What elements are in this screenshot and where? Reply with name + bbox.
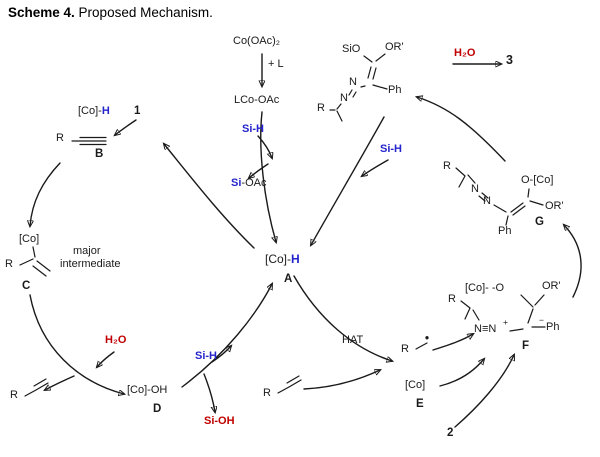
- bond-alkene-product: [24, 378, 49, 397]
- product-n2-label: N: [340, 92, 348, 104]
- product-or-label: OR': [385, 41, 404, 53]
- species-b-formula: [Co]-H: [78, 105, 110, 118]
- ligand-label: + L: [268, 58, 284, 70]
- hydride-fragment-a: H: [291, 252, 300, 266]
- arrow-substrate-in: [303, 370, 380, 390]
- arrow-b-to-c: [30, 162, 61, 226]
- species-g-ph-label: Ph: [498, 225, 512, 237]
- hydride-fragment-b: H: [101, 105, 110, 117]
- species-b-r-label: R: [56, 132, 64, 144]
- species-g-r-label: R: [443, 160, 451, 172]
- co-fragment-a: [Co]-: [265, 252, 292, 266]
- bond-vinyl-c: [19, 246, 51, 277]
- species-f-ph-label: Ph: [546, 321, 560, 333]
- product-ph-label: Ph: [388, 84, 402, 96]
- species-g-tag: G: [535, 216, 544, 228]
- arrow-d-to-a: [181, 284, 272, 388]
- note-intermediate: intermediate: [60, 258, 121, 270]
- product-number-label: 3: [506, 53, 513, 67]
- diazo-number-label: 2: [447, 427, 454, 439]
- species-g-o-co-label: O-[Co]: [521, 174, 554, 186]
- arrow-silane-in-top: [257, 135, 272, 158]
- silane-label-right: Si-H: [380, 143, 402, 155]
- substrate-r-label: R: [263, 387, 271, 399]
- product-r-label: R: [317, 102, 325, 114]
- precatalyst-label: Co(OAc)₂: [233, 35, 281, 47]
- arrow-g-to-product: [417, 97, 506, 162]
- hat-label: HAT: [342, 334, 364, 346]
- oac-fragment: -OAc: [241, 177, 267, 189]
- scheme-number: Scheme 4.: [8, 5, 75, 20]
- product-sio-label: SiO: [342, 43, 361, 55]
- arrow-radical-to-f: [432, 334, 473, 351]
- species-e-formula: [Co]: [405, 379, 426, 391]
- species-f-plus-charge: +: [503, 317, 508, 327]
- bond-alkene-substrate: [277, 375, 302, 394]
- scheme-caption: Proposed Mechanism.: [74, 5, 213, 20]
- arrow-silane-in-right: [362, 159, 389, 176]
- arrow-hat: [293, 275, 392, 361]
- active-catalyst-label: LCo-OAc: [234, 94, 280, 106]
- species-g-or-label: OR': [545, 200, 564, 212]
- bond-product-structure: [329, 53, 388, 122]
- species-c-r-label: R: [5, 258, 13, 270]
- species-a-formula: [Co]-H: [265, 253, 300, 266]
- species-f-or-label: OR': [542, 280, 561, 292]
- species-c-tag: C: [22, 280, 31, 292]
- species-f-co-o-label: [Co]- -O: [465, 282, 505, 294]
- radical-r-label: R: [401, 343, 409, 355]
- arrow-alkene-out: [45, 375, 75, 390]
- scheme-title: Scheme 4. Proposed Mechanism.: [8, 5, 213, 20]
- species-b-tag: B: [95, 148, 104, 160]
- silane-label-top: Si-H: [242, 123, 264, 135]
- species-d-formula: [Co]-OH: [127, 384, 168, 396]
- arrow-water-in: [97, 351, 115, 367]
- species-f-minus-charge: −: [539, 315, 544, 325]
- alkene-product-r-label: R: [10, 389, 18, 401]
- arrow-sioac-out: [249, 163, 269, 178]
- arrow-alkyne-in: [115, 119, 137, 135]
- product-n1-label: N: [349, 76, 357, 88]
- si-fragment: Si: [231, 177, 242, 189]
- silyl-acetate-label: Si-OAc: [231, 177, 266, 190]
- arrow-a-to-b: [164, 144, 255, 249]
- species-d-tag: D: [153, 403, 162, 415]
- arrow-diazo-to-f: [454, 355, 514, 428]
- water-label-left: H₂O: [105, 334, 127, 346]
- co-fragment-b: [Co]-: [78, 105, 102, 117]
- species-f-diazonium-label: N≡N: [474, 323, 497, 335]
- species-g-n1-label: N: [471, 183, 479, 195]
- bond-alkyne-b: [71, 136, 107, 146]
- arrow-regenerate-a: [311, 116, 385, 245]
- alkyne-number-label: 1: [134, 105, 141, 117]
- arrow-f-to-g: [564, 225, 582, 298]
- note-major: major: [73, 245, 101, 257]
- water-label-right: H₂O: [454, 47, 476, 59]
- species-g-n2-label: N: [483, 195, 491, 207]
- species-c-co-label: [Co]: [19, 233, 40, 245]
- arrow-silanol-out: [203, 373, 215, 412]
- arrow-e-to-f: [439, 359, 484, 387]
- species-e-tag: E: [416, 398, 424, 410]
- species-f-tag: F: [522, 340, 530, 352]
- species-f-r-label: R: [448, 293, 456, 305]
- silanol-label: Si-OH: [204, 415, 235, 427]
- species-a-tag: A: [284, 273, 293, 285]
- silane-label-left: Si-H: [195, 350, 217, 362]
- radical-dot: •: [425, 333, 430, 345]
